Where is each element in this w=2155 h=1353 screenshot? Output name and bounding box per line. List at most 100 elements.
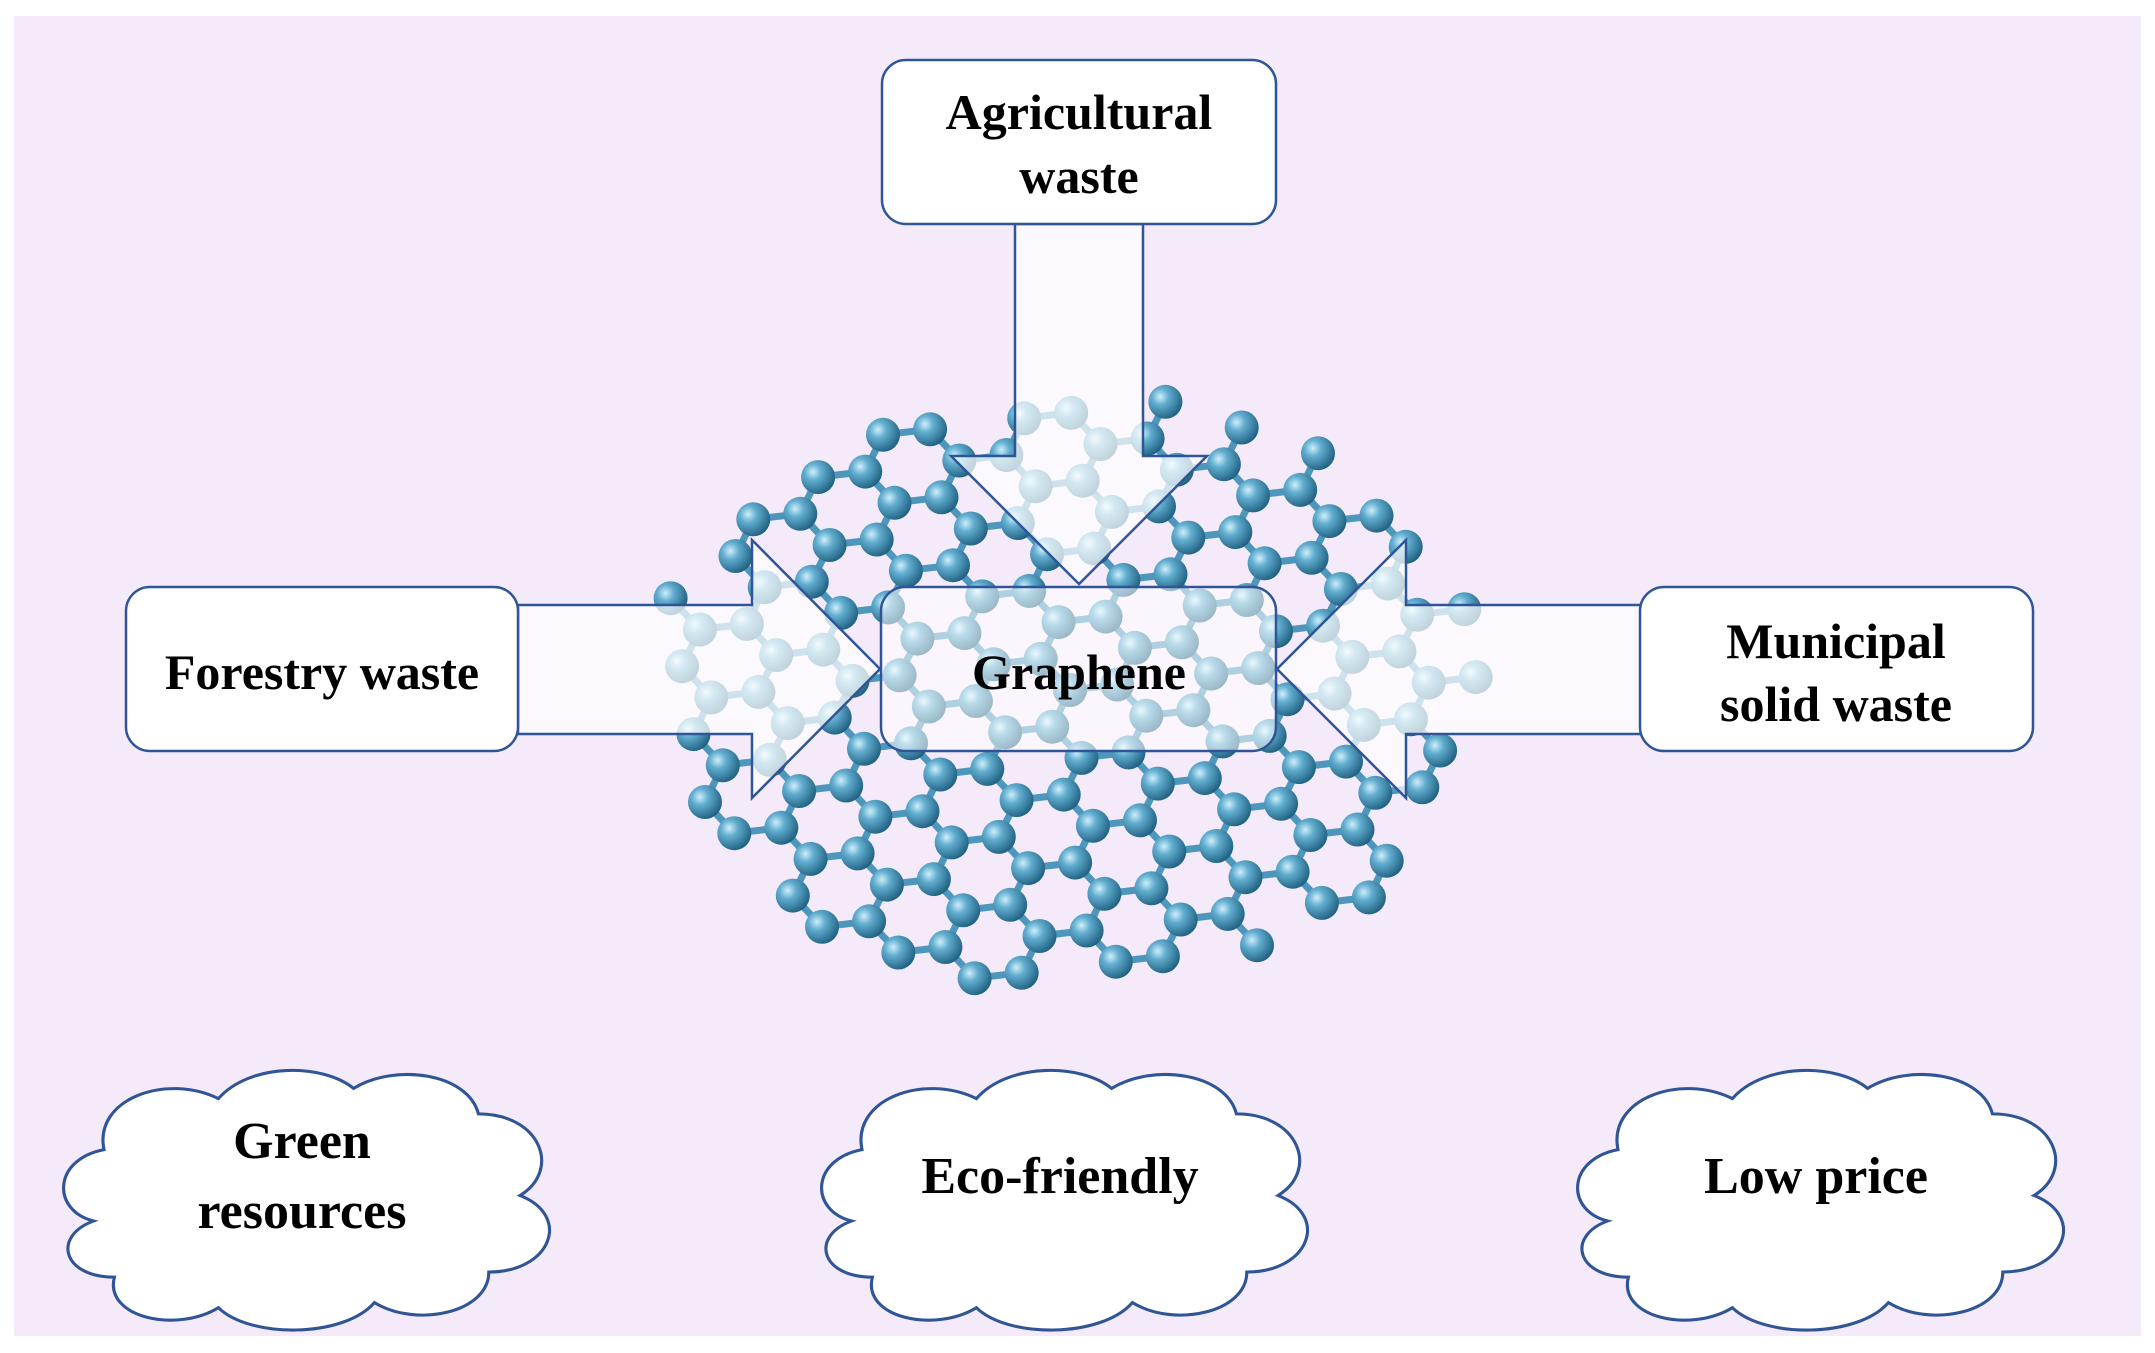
lattice-atom — [866, 417, 900, 452]
lattice-atom — [1140, 766, 1175, 801]
lattice-atom — [775, 878, 810, 913]
lattice-atom — [1351, 880, 1386, 915]
graphene-label: Graphene — [972, 644, 1186, 700]
lattice-atom — [848, 454, 883, 489]
lattice-atom — [936, 548, 970, 583]
lattice-atom — [717, 816, 752, 851]
lattice-atom — [858, 799, 893, 834]
lattice-atom — [1152, 834, 1187, 869]
lattice-atom — [1046, 777, 1081, 812]
lattice-atom — [1359, 498, 1394, 533]
cloud-low-price: Low price — [1576, 1068, 2065, 1332]
lattice-atom — [905, 794, 940, 829]
lattice-atom — [1283, 472, 1318, 507]
lattice-atom — [1075, 808, 1110, 843]
lattice-atom — [1058, 845, 1093, 880]
node-agricultural-waste: Agricultural waste — [880, 58, 1278, 226]
municipal-line2: solid waste — [1720, 676, 1952, 732]
lattice-atom — [764, 810, 799, 845]
lattice-atom — [1329, 744, 1363, 779]
low-price-label: Low price — [1704, 1148, 1928, 1205]
lattice-atom — [1022, 919, 1057, 953]
lattice-atom — [840, 836, 875, 871]
lattice-atom — [1358, 775, 1393, 810]
lattice-atom — [1134, 871, 1169, 906]
lattice-atom — [859, 522, 894, 557]
lattice-atom — [1217, 792, 1252, 827]
lattice-atom — [1247, 546, 1282, 581]
lattice-atom — [1098, 944, 1133, 979]
node-forestry-waste: Forestry waste — [124, 585, 520, 753]
arrow-down-from-agricultural — [947, 222, 1211, 586]
lattice-atom — [934, 825, 969, 860]
lattice-atom — [1240, 928, 1274, 963]
lattice-atom — [782, 774, 817, 808]
lattice-atom — [1264, 786, 1299, 821]
cloud-eco-friendly: Eco-friendly — [820, 1068, 1309, 1332]
cloud-outline — [62, 1068, 551, 1332]
lattice-atom — [1275, 854, 1310, 889]
lattice-atom — [1011, 851, 1046, 886]
lattice-atom — [981, 819, 1016, 854]
cloud-outline — [820, 1068, 1309, 1332]
lattice-atom — [946, 893, 981, 928]
arrow-right-from-forestry — [516, 536, 882, 802]
node-graphene: Graphene — [879, 585, 1278, 753]
lattice-atom — [888, 553, 923, 588]
lattice-atom — [1281, 750, 1316, 785]
cloud-outline — [1576, 1068, 2065, 1332]
lattice-atom — [1405, 770, 1440, 805]
lattice-atom — [1340, 812, 1375, 847]
lattice-atom — [718, 539, 753, 573]
lattice-atom — [1004, 955, 1039, 990]
agricultural-waste-line1: Agricultural — [946, 84, 1213, 140]
lattice-atom — [1369, 843, 1404, 878]
lattice-atom — [916, 862, 951, 897]
lattice-atom — [924, 480, 959, 515]
lattice-atom — [1423, 733, 1458, 768]
eco-friendly-label: Eco-friendly — [921, 1148, 1198, 1205]
lattice-atom — [1069, 913, 1104, 948]
lattice-atom — [1270, 682, 1305, 717]
lattice-atom — [1187, 761, 1222, 796]
lattice-atom — [793, 841, 828, 876]
municipal-line1: Municipal — [1726, 613, 1946, 669]
lattice-atom — [1312, 504, 1347, 539]
lattice-atom — [1294, 540, 1329, 575]
agricultural-waste-line2: waste — [1019, 148, 1138, 204]
lattice-atom — [957, 961, 992, 996]
lattice-atom — [993, 887, 1028, 922]
cloud-green-resources: Green resources — [62, 1068, 551, 1332]
lattice-atom — [970, 751, 1005, 786]
node-municipal-solid-waste: Municipal solid waste — [1638, 585, 2035, 753]
lattice-atom — [812, 528, 847, 562]
forestry-waste-label: Forestry waste — [165, 644, 479, 700]
lattice-atom — [688, 785, 722, 819]
lattice-atom — [1224, 410, 1259, 445]
lattice-atom — [1218, 515, 1253, 550]
lattice-atom — [923, 757, 958, 792]
lattice-atom — [805, 909, 839, 944]
lattice-atom — [1163, 902, 1198, 937]
lattice-atom — [1199, 829, 1234, 863]
lattice-atom — [847, 731, 881, 766]
lattice-atom — [1210, 896, 1245, 931]
lattice-atom — [1153, 557, 1188, 592]
lattice-atom — [1304, 885, 1339, 920]
lattice-atom — [736, 502, 771, 537]
lattice-atom — [829, 768, 864, 803]
lattice-atom — [869, 867, 904, 902]
lattice-atom — [877, 485, 912, 520]
lattice-atom — [1301, 436, 1335, 471]
lattice-atom — [999, 783, 1034, 818]
lattice-atom — [1148, 384, 1183, 419]
lattice-atom — [1228, 860, 1263, 895]
lattice-atom — [783, 496, 818, 531]
lattice-atom — [881, 935, 916, 970]
lattice-atom — [928, 930, 963, 964]
lattice-atom — [953, 511, 988, 546]
lattice-atom — [801, 460, 836, 495]
arrow-left-from-municipal — [1275, 536, 1643, 802]
